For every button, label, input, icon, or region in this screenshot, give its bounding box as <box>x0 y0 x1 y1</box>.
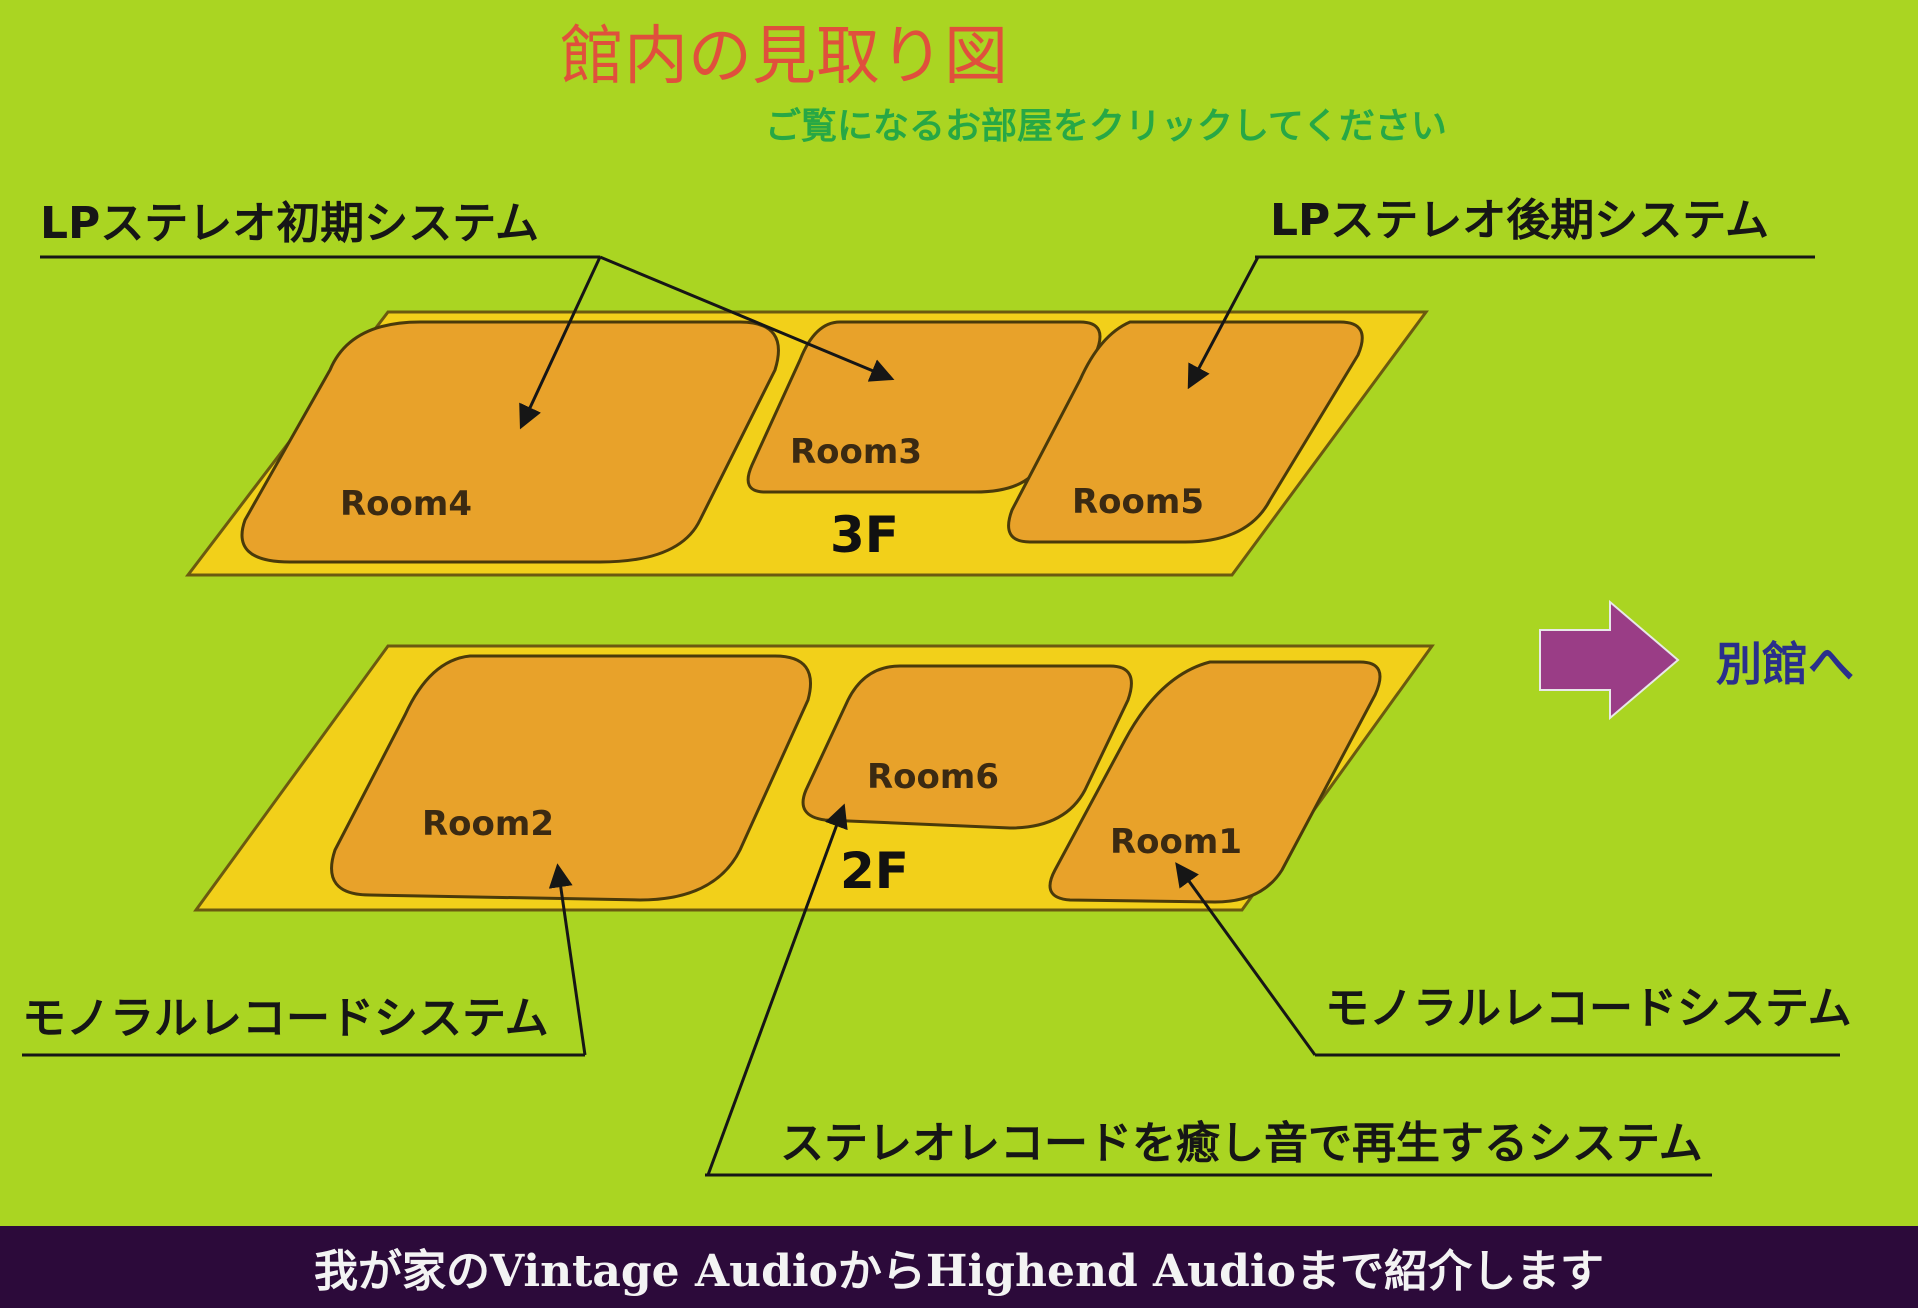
room-3-label: Room3 <box>790 432 922 472</box>
callout-lp-early-arrow-room3 <box>599 255 895 382</box>
callout-mono-right: モノラルレコードシステム <box>1325 983 1852 1034</box>
room-5-shape[interactable] <box>1007 320 1364 544</box>
room-5[interactable]: Room5 <box>1007 320 1364 544</box>
room-1-shape[interactable] <box>1048 660 1382 904</box>
room-4[interactable]: Room4 <box>240 320 780 564</box>
room-3-shape[interactable] <box>746 320 1102 494</box>
room-2-label: Room2 <box>422 804 554 844</box>
callout-mono-left-arrow-room2 <box>548 863 587 1056</box>
footer-text: 我が家のVintage AudioからHighend Audioまで紹介します <box>313 1246 1604 1297</box>
room-6-shape[interactable] <box>801 664 1133 830</box>
annex-link[interactable]: 別館へ <box>1539 599 1854 721</box>
floor-2f-label: 2F <box>840 842 909 900</box>
room-6-label: Room6 <box>867 757 999 797</box>
annex-link-label[interactable]: 別館へ <box>1716 637 1854 691</box>
footer-banner: 我が家のVintage AudioからHighend Audioまで紹介します <box>0 1226 1918 1308</box>
page-subtitle: ご覧になるお部屋をクリックしてください <box>765 106 1447 147</box>
callout-lp-late-arrow-room5 <box>1187 256 1260 390</box>
callout-lp-late: LPステレオ後期システム <box>1270 195 1769 246</box>
room-2-shape[interactable] <box>330 654 813 902</box>
room-3[interactable]: Room3 <box>746 320 1102 494</box>
floor-3f-label: 3F <box>830 506 899 564</box>
right-arrow-icon[interactable] <box>1539 599 1680 721</box>
callout-stereo-healing-arrow-room6 <box>706 803 848 1176</box>
page-title: 館内の見取り図 <box>560 20 1008 94</box>
room-6[interactable]: Room6 <box>801 664 1133 830</box>
room-4-label: Room4 <box>340 484 472 524</box>
callout-lp-early-arrow-room4 <box>519 256 602 430</box>
callout-mono-right-arrow-room1 <box>1175 862 1317 1056</box>
callout-mono-left: モノラルレコードシステム <box>22 993 549 1044</box>
room-2[interactable]: Room2 <box>330 654 813 902</box>
room-1[interactable]: Room1 <box>1048 660 1382 904</box>
room-5-label: Room5 <box>1072 482 1204 522</box>
callout-lp-early: LPステレオ初期システム <box>40 198 539 249</box>
room-4-shape[interactable] <box>240 320 780 564</box>
callout-stereo-healing: ステレオレコードを癒し音で再生するシステム <box>780 1118 1703 1169</box>
room-1-label: Room1 <box>1110 822 1242 862</box>
floor-map: 館内の見取り図 ご覧になるお部屋をクリックしてください Room4 Room3 … <box>22 20 1854 1177</box>
